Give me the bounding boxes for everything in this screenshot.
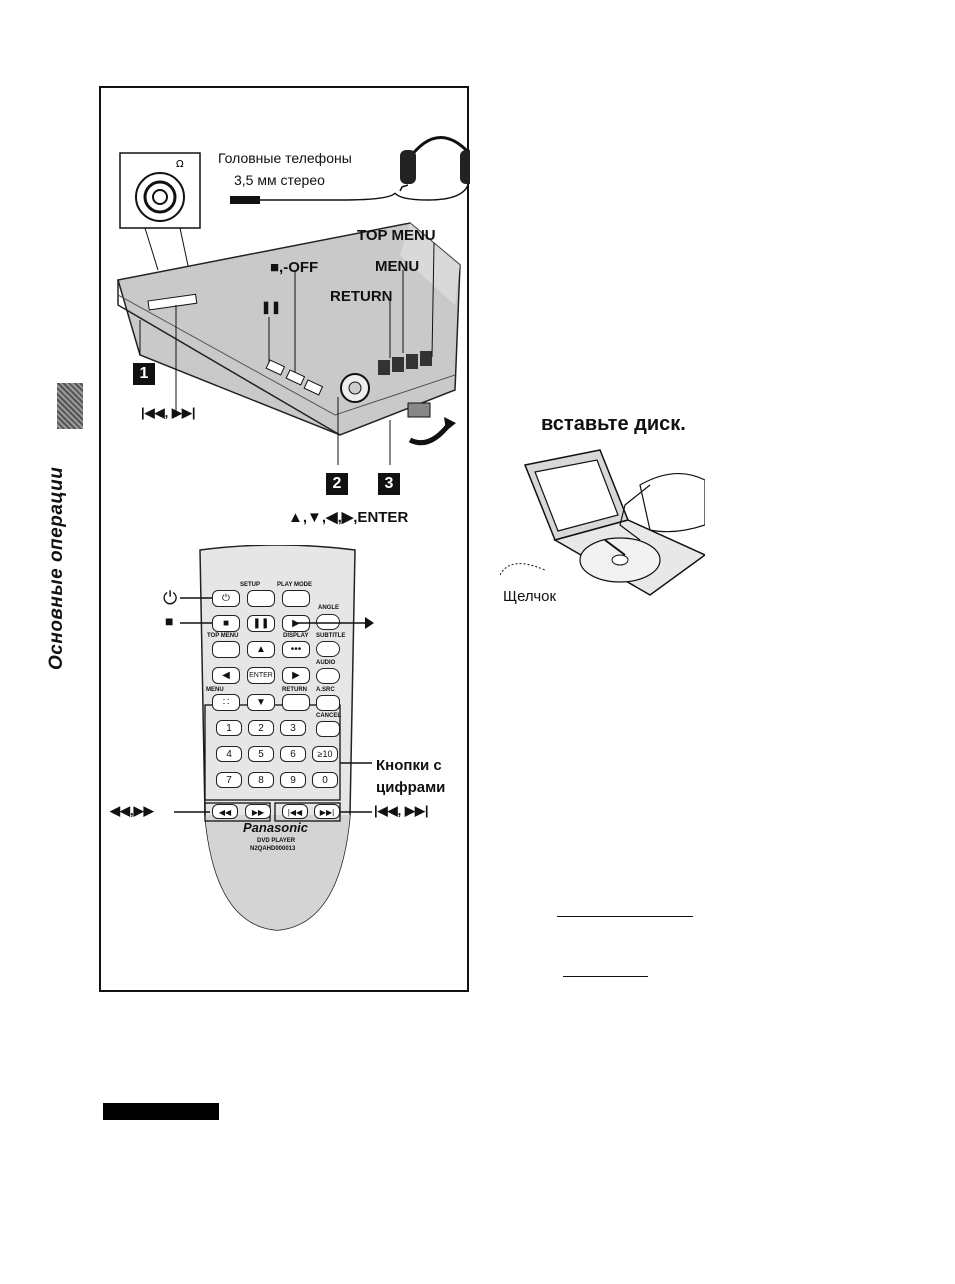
insert-disc-illustration	[500, 449, 705, 596]
left-button[interactable]: ◀	[212, 667, 240, 684]
down-button[interactable]: ▼	[247, 694, 275, 711]
right-button[interactable]: ▶	[282, 667, 310, 684]
cancel-label: CANCEL	[316, 713, 341, 719]
key-0[interactable]: 0	[312, 772, 338, 788]
remote-control	[199, 545, 356, 931]
power-button[interactable]: ⏻	[212, 590, 240, 607]
top-menu-label: TOP MENU	[357, 227, 436, 244]
step-badge-1: 1	[133, 363, 155, 385]
display-label: DISPLAY	[283, 633, 309, 639]
numbers-label-line-1: Кнопки с	[376, 757, 442, 774]
key-5[interactable]: 5	[248, 746, 274, 762]
key-3[interactable]: 3	[280, 720, 306, 736]
headphones-label: Головные телефоны	[218, 150, 352, 166]
skip-forward-button[interactable]: ▶▶|	[314, 804, 340, 819]
stop-button[interactable]: ■	[212, 615, 240, 632]
angle-label: ANGLE	[318, 605, 339, 611]
remote-skip-label: |◀◀, ▶▶|	[374, 803, 429, 818]
pause-label: ❚❚	[261, 300, 282, 314]
underline-rule-2	[563, 976, 648, 977]
key-9[interactable]: 9	[280, 772, 306, 788]
numbers-label-line-2: цифрами	[376, 779, 446, 796]
asrc-button[interactable]	[316, 695, 340, 711]
return-small-label: RETURN	[282, 687, 307, 693]
remote-stop-label: ■	[165, 613, 174, 629]
key-7[interactable]: 7	[216, 772, 242, 788]
return-button[interactable]	[282, 694, 310, 711]
display-button[interactable]: •••	[282, 641, 310, 658]
player-skip-label: |◀◀, ▶▶|	[141, 405, 196, 420]
skip-back-button[interactable]: |◀◀	[282, 804, 308, 819]
headphones-icon	[258, 136, 470, 201]
nav-enter-label: ▲,▼,◀,▶,ENTER	[288, 509, 409, 526]
pause-button[interactable]: ❚❚	[247, 615, 275, 632]
subtitle-button[interactable]	[316, 641, 340, 657]
note-heading-bar	[103, 1103, 219, 1120]
play-mode-label: PLAY MODE	[277, 582, 313, 588]
click-label: Щелчок	[501, 588, 559, 605]
top-menu-button[interactable]	[212, 641, 240, 658]
menu-small-label: MENU	[206, 687, 224, 693]
remote-callout-lines	[174, 597, 374, 813]
setup-button[interactable]	[247, 590, 275, 607]
underline-rule-1	[557, 916, 693, 917]
step-badge-2: 2	[326, 473, 348, 495]
audio-button[interactable]	[316, 668, 340, 684]
svg-text:Ω: Ω	[176, 159, 184, 170]
rewind-button[interactable]: ◀◀	[212, 804, 238, 819]
remote-search-label: ◀◀,▶▶	[110, 803, 154, 818]
angle-button[interactable]	[316, 614, 340, 630]
menu-button[interactable]: ∷	[212, 694, 240, 711]
key-1[interactable]: 1	[216, 720, 242, 736]
section-title: Основные операции	[46, 466, 67, 670]
play-mode-button[interactable]	[282, 590, 310, 607]
insert-disc-heading: вставьте диск.	[541, 413, 686, 435]
illustration-frame	[99, 86, 469, 992]
cancel-button[interactable]	[316, 721, 340, 737]
top-menu-small-label: TOP MENU	[207, 633, 239, 639]
fast-forward-button[interactable]: ▶▶	[245, 804, 271, 819]
up-button[interactable]: ▲	[247, 641, 275, 658]
audio-label: AUDIO	[316, 660, 336, 666]
remote-model-line-1: DVD PLAYER	[257, 838, 296, 844]
menu-label: MENU	[375, 258, 420, 275]
player-illustration: Ω	[117, 136, 470, 465]
enter-button[interactable]: ENTER	[247, 667, 275, 684]
key-6[interactable]: 6	[280, 746, 306, 762]
asrc-label: A.SRC	[316, 687, 335, 693]
remote-model-line-2: N2QAHD000013	[250, 846, 296, 852]
jack-size-label: 3,5 мм стерео	[234, 172, 325, 188]
step-badge-3: 3	[378, 473, 400, 495]
section-tab-marker	[57, 383, 83, 429]
stop-off-label: ■,-OFF	[270, 259, 319, 276]
key-10-plus[interactable]: ≥10	[312, 746, 338, 762]
return-label: RETURN	[330, 288, 393, 305]
jack-plug-icon	[230, 196, 260, 204]
key-8[interactable]: 8	[248, 772, 274, 788]
remote-brand-logo: Panasonic	[243, 820, 309, 835]
remote-power-label: ⏻	[163, 588, 178, 608]
subtitle-label: SUBTITLE	[316, 633, 346, 639]
setup-label: SETUP	[240, 582, 261, 588]
key-4[interactable]: 4	[216, 746, 242, 762]
key-2[interactable]: 2	[248, 720, 274, 736]
